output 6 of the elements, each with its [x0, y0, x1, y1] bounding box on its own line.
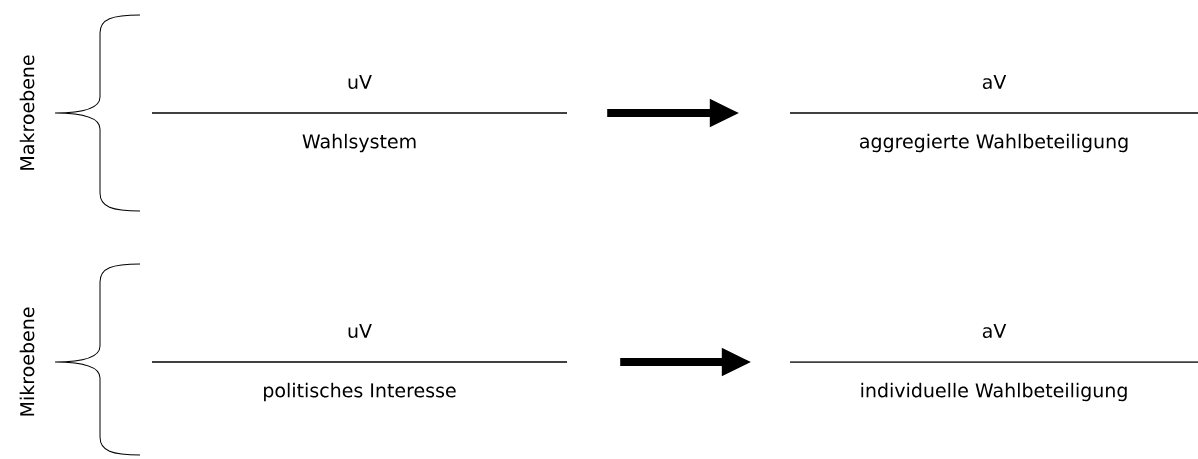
level-label: Mikroebene [19, 307, 35, 416]
variable-box: uV politisches Interesse [151, 323, 568, 402]
level-label: Makroebene [19, 55, 35, 170]
variable-box: uV Wahlsystem [151, 74, 568, 153]
variable-box: aV individuelle Wahlbeteiligung [789, 323, 1198, 402]
variable-box: aV aggregierte Wahlbeteiligung [789, 74, 1198, 153]
